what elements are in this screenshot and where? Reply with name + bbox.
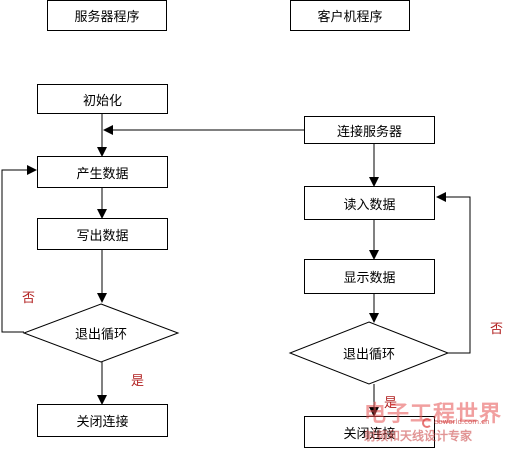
loop-back-line-client [436,192,471,354]
node-connect-server: 连接服务器 [304,116,435,144]
edge-label-server-no: 否 [22,291,36,306]
edge-label-server-yes: 是 [131,374,145,389]
node-generate-data: 产生数据 [37,156,168,188]
node-display-data: 显示数据 [304,259,435,294]
node-close-connection-client: 关闭连接 [304,416,435,448]
decision-diamond-client [288,321,450,385]
edge-label-client-yes: 是 [384,396,398,411]
decision-diamond-server [22,303,180,363]
node-write-data: 写出数据 [37,218,168,250]
node-init: 初始化 [37,84,168,114]
header-server: 服务器程序 [47,0,167,31]
node-close-connection-server: 关闭连接 [37,404,168,437]
loop-back-line-server [1,165,37,333]
header-client: 客户机程序 [290,0,410,31]
node-read-data: 读入数据 [304,186,435,220]
decision-label-client: 退出循环 [342,347,396,363]
decision-label-server: 退出循环 [74,327,128,343]
edge-label-client-no: 否 [490,322,504,337]
